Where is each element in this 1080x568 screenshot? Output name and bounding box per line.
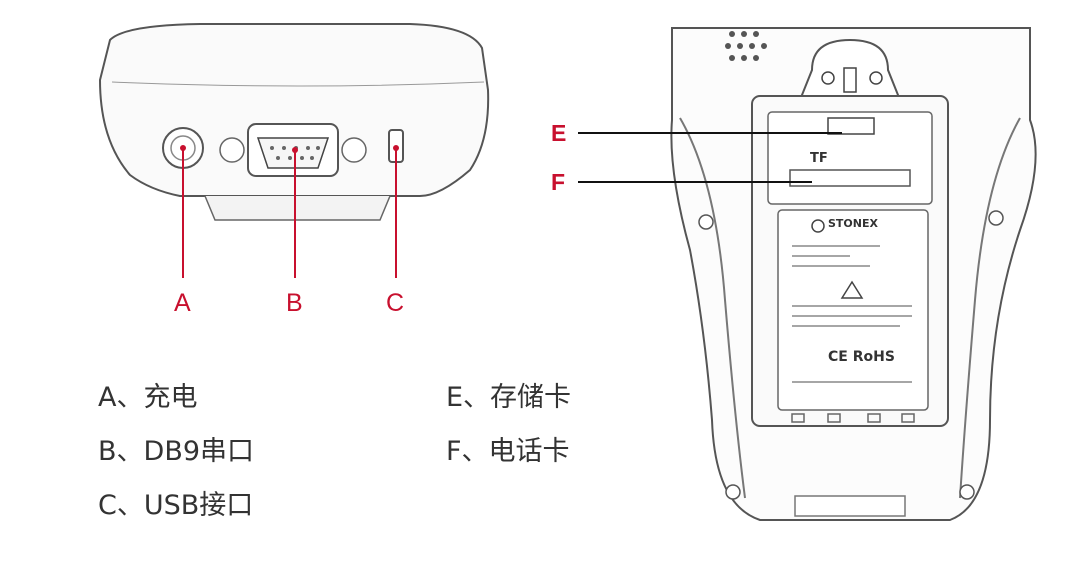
legend-a: A、充电	[98, 384, 197, 411]
sim-card-slot	[790, 170, 910, 186]
tf-card-slot	[828, 118, 874, 134]
lower-panel	[795, 496, 905, 516]
cert-marks-text: CE RoHS	[828, 350, 895, 364]
callout-e: E	[551, 122, 566, 145]
callout-c: C	[386, 291, 404, 316]
callout-f: F	[551, 171, 565, 194]
screw	[699, 215, 713, 229]
legend-c: C、USB接口	[98, 492, 253, 519]
callout-b: B	[286, 291, 303, 316]
tf-slot-text: TF	[810, 152, 828, 165]
screw	[726, 485, 740, 499]
legend-f: F、电话卡	[446, 438, 570, 465]
screw	[989, 211, 1003, 225]
callout-a: A	[174, 291, 191, 316]
legend-e: E、存储卡	[446, 384, 571, 411]
legend-b: B、DB9串口	[98, 438, 254, 465]
screw	[960, 485, 974, 499]
battery-label	[778, 210, 928, 410]
brand-text: STONEX	[828, 218, 878, 229]
